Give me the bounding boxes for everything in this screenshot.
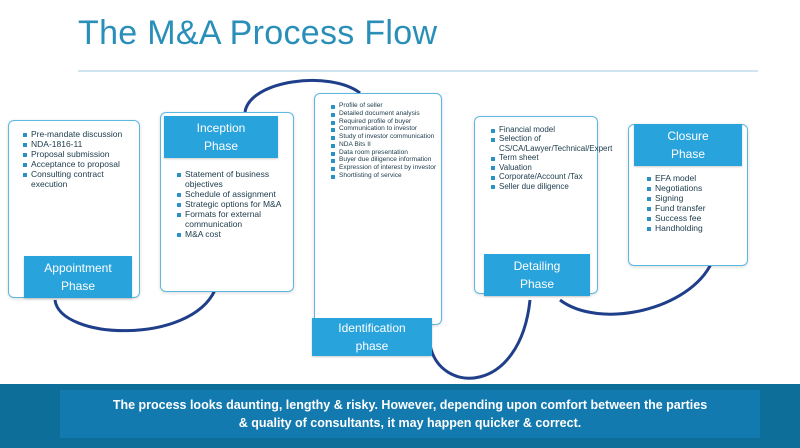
appointment-phase-label: Appointment Phase	[24, 256, 132, 298]
list-item: Signing	[647, 193, 743, 203]
title-divider	[78, 70, 758, 72]
connector-identification-detailing	[428, 299, 532, 380]
list-item: Communication to investor	[331, 125, 437, 133]
list-item: Expression of interest by investor	[331, 164, 437, 172]
list-item: Corporate/Account /Tax	[491, 172, 593, 181]
list-item: Fund transfer	[647, 203, 743, 213]
footer-line-2: & quality of consultants, it may happen …	[238, 416, 582, 430]
list-item: Strategic options for M&A	[177, 199, 289, 209]
closure-phase-label: Closure Phase	[634, 124, 742, 166]
list-item: Schedule of assignment	[177, 189, 289, 199]
list-item: Profile of seller	[331, 102, 437, 110]
list-item: Consulting contract execution	[23, 169, 133, 189]
detailing-phase-label: Detailing Phase	[484, 254, 590, 296]
list-item: Detailed document analysis	[331, 110, 437, 118]
list-item: Term sheet	[491, 153, 593, 162]
connector-inception-identification	[243, 78, 361, 113]
list-item: Handholding	[647, 223, 743, 233]
footer-line-1: The process looks daunting, lengthy & ri…	[112, 397, 708, 412]
list-item: Financial model	[491, 125, 593, 134]
identification-phase-label: Identification phase	[312, 318, 432, 356]
page-title: The M&A Process Flow	[78, 14, 438, 52]
list-item: NDA-1816-11	[23, 139, 133, 149]
list-item: Study of investor communication	[331, 133, 437, 141]
connector-appointment-inception	[53, 289, 217, 333]
connector-detailing-closure	[559, 261, 714, 316]
list-item: NDA Bits II	[331, 141, 437, 149]
inception-phase-label: Inception Phase	[164, 116, 278, 158]
footer-banner: The process looks daunting, lengthy & ri…	[60, 390, 760, 438]
list-item: Data room presentation	[331, 149, 437, 157]
list-item: Acceptance to proposal	[23, 159, 133, 169]
list-item: Proposal submission	[23, 149, 133, 159]
list-item: Seller due diligence	[491, 182, 593, 191]
list-item: Valuation	[491, 163, 593, 172]
list-item: Success fee	[647, 213, 743, 223]
list-item: Shortlisting of service	[331, 172, 437, 180]
list-item: Pre-mandate discussion	[23, 129, 133, 139]
list-item: Negotiations	[647, 183, 743, 193]
list-item: Buyer due diligence information	[331, 156, 437, 164]
list-item: EFA model	[647, 173, 743, 183]
list-item: Statement of business objectives	[177, 169, 289, 189]
identification-card: Profile of seller Detailed document anal…	[314, 93, 442, 325]
list-item: M&A cost	[177, 229, 289, 239]
list-item: Selection of CS/CA/Lawyer/Technical/Expe…	[491, 134, 613, 153]
list-item: Required profile of buyer	[331, 118, 437, 126]
list-item: Formats for external communication	[177, 209, 289, 229]
